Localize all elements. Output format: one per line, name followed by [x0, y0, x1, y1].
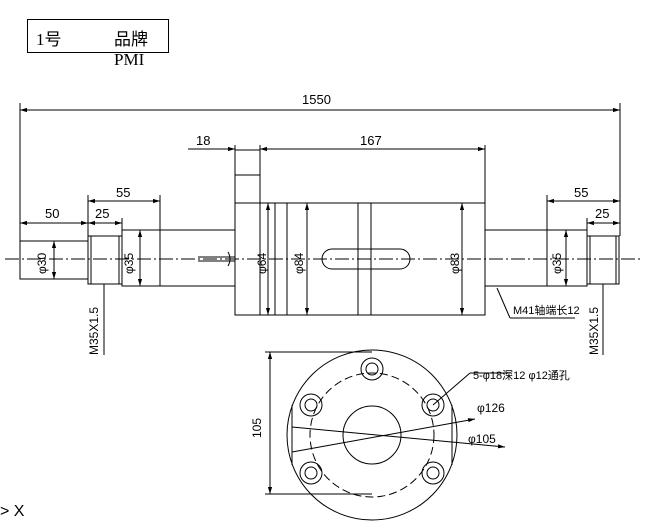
dim-dia83: φ83 [448, 253, 462, 274]
dim-25-right: 25 [595, 206, 609, 221]
dim-dia84: φ84 [292, 253, 306, 274]
dim-total-length: 1550 [302, 92, 331, 107]
dim-dia30: φ30 [35, 253, 49, 274]
title-brand: 品牌PMI [114, 30, 148, 69]
thread-right-label: M35X1.5 [587, 307, 601, 355]
dim-167: 167 [360, 133, 382, 148]
dim-18: 18 [196, 133, 210, 148]
left-screw-shaft [159, 229, 236, 287]
dim-dia35-right: φ35 [550, 253, 564, 274]
thread-left-label: M35X1.5 [87, 307, 101, 355]
title-block: 1号 品牌PMI [27, 19, 169, 69]
right-screw-shaft [484, 229, 548, 287]
dim-dia64: φ64 [255, 253, 269, 274]
dim-dia35-left: φ35 [122, 253, 136, 274]
m41-label: M41轴端长12 [513, 303, 580, 317]
title-number: 1号 [36, 30, 62, 49]
left-thread-section [87, 235, 123, 285]
flange-inner: φ105 [468, 432, 496, 446]
axis-indicator: > X [0, 503, 25, 520]
dim-55-right: 55 [574, 185, 588, 200]
dim-50: 50 [45, 206, 59, 221]
bore-circle [342, 405, 402, 465]
flange-holes-note: 5-φ18深12 φ12通孔 [473, 369, 570, 382]
flange-height: 105 [250, 418, 264, 438]
flange-pcd: φ126 [477, 401, 505, 415]
flange-outline [286, 349, 458, 521]
dim-55-left: 55 [116, 185, 130, 200]
nut-slot [321, 248, 411, 270]
bolt-holes [299, 357, 445, 485]
dim-25-left: 25 [95, 206, 109, 221]
right-thread-section [586, 235, 620, 285]
bolt-circle [309, 372, 435, 498]
